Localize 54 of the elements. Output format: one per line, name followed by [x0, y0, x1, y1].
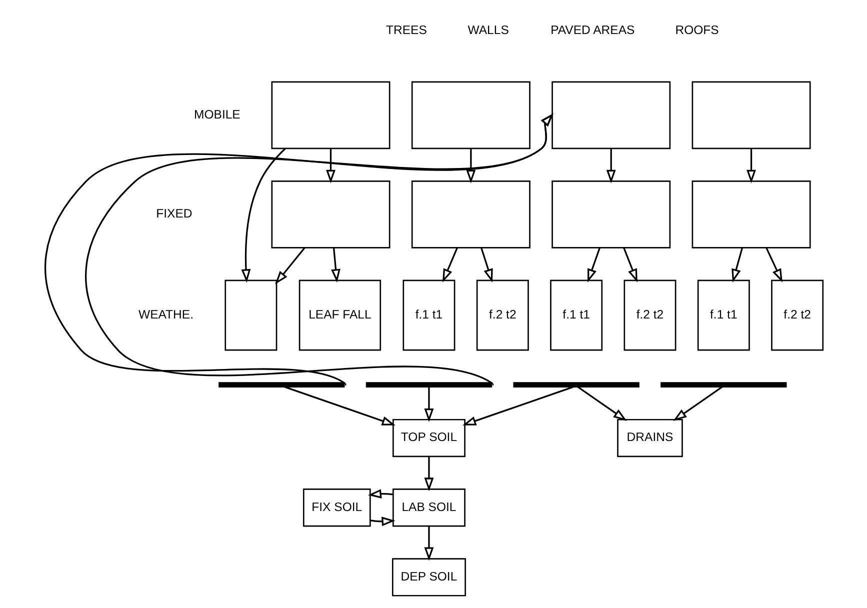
- arrow: [622, 248, 637, 282]
- arrow: [480, 248, 492, 282]
- node-box: f.1 t1: [402, 280, 455, 351]
- label: ROOFS: [674, 22, 718, 37]
- label: WEATHE.: [138, 307, 194, 322]
- node-box: LAB SOIL: [392, 488, 465, 527]
- arrow: [326, 148, 335, 184]
- arrow: [576, 386, 626, 421]
- node-bar: [512, 382, 639, 388]
- node-box: f.1 t1: [696, 280, 750, 351]
- node-box: TOP SOIL: [392, 418, 465, 458]
- arrow: [284, 386, 395, 426]
- node-box: f.2 t2: [476, 280, 528, 351]
- node-bar: [365, 382, 492, 388]
- arrow: [462, 386, 574, 426]
- node-box: [270, 180, 390, 248]
- node-box: DRAINS: [616, 418, 682, 458]
- arrow: [424, 387, 434, 422]
- arrow: [442, 248, 458, 282]
- label: FIXED: [156, 206, 192, 221]
- node-box: LEAF FALL: [298, 280, 381, 351]
- arrow: [370, 516, 395, 526]
- node-box: [224, 280, 277, 351]
- label: MOBILE: [194, 107, 240, 122]
- arrow: [731, 248, 743, 283]
- label: PAVED AREAS: [550, 22, 634, 37]
- arrow: [672, 386, 722, 421]
- node-box: [410, 81, 530, 150]
- arrow: [424, 526, 434, 561]
- arrow: [746, 148, 756, 184]
- node-box: f.1 t1: [550, 280, 602, 351]
- node-box: [410, 180, 530, 248]
- arrow: [274, 247, 305, 284]
- arrow: [330, 248, 340, 283]
- arrow: [367, 489, 392, 498]
- label: WALLS: [467, 22, 508, 37]
- node-box: [551, 180, 670, 248]
- node-box: [691, 180, 810, 248]
- node-box: [691, 81, 810, 150]
- arrow: [466, 148, 476, 184]
- node-box: FIX SOIL: [302, 488, 370, 527]
- arrow: [606, 148, 616, 184]
- node-bar: [218, 382, 344, 388]
- arrow: [765, 247, 782, 282]
- label: TREES: [386, 22, 426, 37]
- node-box: [270, 81, 390, 150]
- node-box: [551, 81, 670, 150]
- node-box: f.2 t2: [770, 280, 824, 351]
- node-bar: [660, 382, 786, 388]
- arrow: [240, 148, 286, 283]
- node-box: DEP SOIL: [392, 558, 466, 596]
- arrow: [587, 248, 600, 282]
- node-box: f.2 t2: [623, 280, 676, 351]
- arrow: [424, 456, 434, 492]
